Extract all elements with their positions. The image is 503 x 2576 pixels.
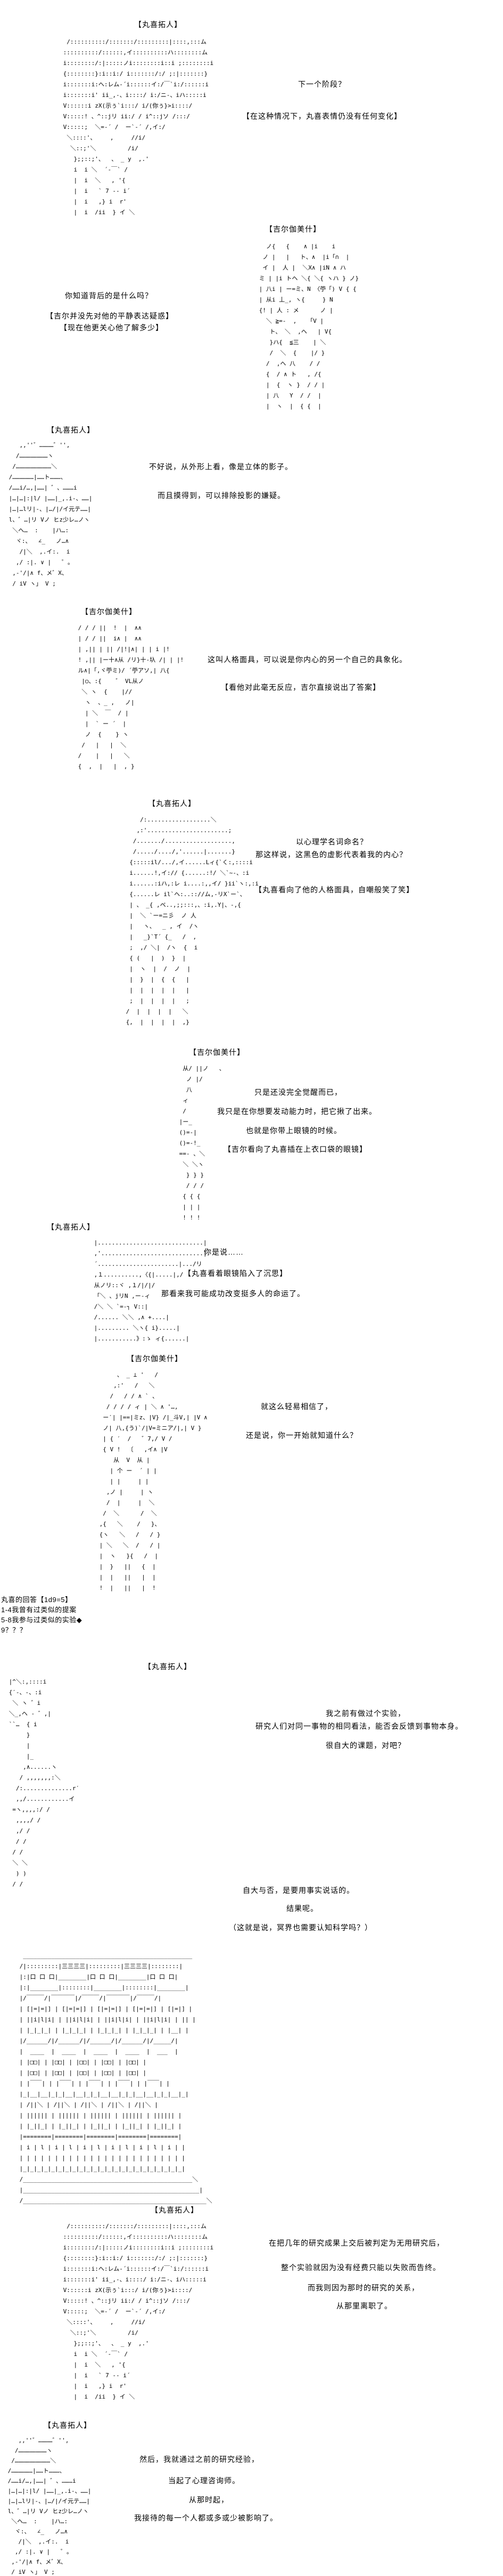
speaker-header-maruki: 【丸喜拓人】	[47, 426, 95, 434]
dialogue-line: 我接待的每一个人都或多或少被影响了。	[134, 2514, 278, 2522]
speaker-header-maruki: 【丸喜拓人】	[134, 20, 182, 29]
dialogue-line: 下一个阶段？	[298, 80, 346, 88]
dialogue-line: 那看来我可能成功改变挺多人的命运了。	[161, 1289, 305, 1298]
narration-note: 【吉尔看向了丸喜插在上衣口袋的眼镜】	[224, 1145, 367, 1153]
narration-note: 【在这种情况下，丸喜表情仍没有任何变化】	[242, 112, 402, 120]
dialogue-line: 研究人们对同一事物的相同看法，能否会反馈到事物本身。	[255, 1722, 463, 1730]
narration-note: 【现在他更关心他了解多少】	[60, 323, 163, 332]
maruki-bust-art: ,,''゛…………゛'', /……………………ヽ /…………………………＼ /……	[9, 442, 93, 587]
research-lab-art: ________________________________________…	[19, 1952, 212, 2204]
maruki-face-art: /::::::::::/:::::::/:::::::::|::::,:::ム …	[63, 38, 214, 216]
gilgamesh-big-art: 、 _ ⊥ ' / ,:' / ＼ / / / ∧ ` 、 / / / / ィ …	[99, 1371, 208, 1591]
dialogue-line: 就这么轻易相信了，	[261, 1402, 333, 1411]
gilgamesh-face-art: ノ{ { ∧ |i i ノ | | ト、∧ |i「∩ | イ | 人 | ＼X∧…	[259, 243, 359, 410]
dialogue-line: 整个实验就因为没有经费只能以失败而告终。	[281, 2263, 441, 2272]
speaker-header-maruki: 【丸喜拓人】	[47, 1223, 95, 1231]
dialogue-line: 很自大的课题，对吧？	[326, 1741, 406, 1750]
maruki-body-art: /:..................＼ ,:'...............…	[126, 816, 259, 1026]
speaker-header-gil: 【吉尔伽美什】	[127, 1354, 183, 1363]
dialogue-line: 我只是在你想要发动能力时，把它揪了出来。	[217, 1107, 377, 1116]
dialogue-line: 结果呢。	[286, 1904, 318, 1913]
dialogue-line: （这就是说，冥界也需要认知科学吗？）	[229, 1923, 373, 1932]
dialogue-line: 从那里离职了。	[336, 2302, 392, 2310]
dialogue-line: 然后，我就通过之前的研究经验，	[139, 2455, 259, 2464]
gilgamesh-sitting-art: 从/ ||ノ 、 ノ |/ 八 ィ / |ー_ ()=-| ()=-!_ ==‐…	[179, 1065, 225, 1221]
speaker-header-gil: 【吉尔伽美什】	[265, 225, 321, 233]
dialogue-line: 当起了心理咨询师。	[168, 2476, 240, 2485]
dialogue-line: 也就是你带上眼镜的时候。	[246, 1126, 342, 1135]
narration-note: 【看他对此毫无反应，吉尔直接说出了答案】	[221, 683, 381, 692]
speaker-header-gil: 【吉尔伽美什】	[81, 607, 137, 616]
dialogue-line: 自大与否，是要用事实说话的。	[243, 1886, 354, 1895]
dialogue-line: 我之前有做过个实验，	[326, 1709, 406, 1718]
speaker-header-gil: 【吉尔伽美什】	[189, 1048, 245, 1057]
dialogue-line: 在把几年的研究成果上交后被判定为无用研究后，	[269, 2239, 444, 2247]
dialogue-line: 从那时起，	[189, 2496, 229, 2504]
gilgamesh-face-art: / / / || ! | ∧∧ | / / || i∧ | ∧∧ | ,|| |…	[78, 624, 184, 770]
dialogue-line: 你是说……	[204, 1248, 244, 1256]
dialogue-line: 你知道背后的是什么吗？	[65, 291, 153, 300]
maruki-face-art: /::::::::::/:::::::/:::::::::|::::,:::ム …	[63, 2223, 214, 2400]
narration-note: 【丸喜看向了他的人格面具，自嘲般笑了笑】	[254, 885, 414, 894]
maruki-hand-art: |^＼:,::::i {′-、-、:i ＼ ヽ ゛i ＼_,ヘ - ゛,| ``…	[9, 1678, 80, 1888]
speaker-header-maruki: 【丸喜拓人】	[148, 799, 196, 808]
narration-note: 【丸喜看着眼镜陷入了沉思】	[184, 1269, 287, 1278]
dialogue-line: 这叫人格面具，可以说是你内心的另一个自己的具象化。	[208, 655, 407, 664]
dialogue-line: 不好说，从外形上看，像是立体的影子。	[149, 462, 293, 471]
maruki-bust-art: ,,''゛…………゛'', /……………………ヽ /…………………………＼ /……	[7, 2437, 92, 2575]
dialogue-line: 而我则因为那时的研究的关系，	[308, 2284, 419, 2292]
dialogue-line: 以心理学名词命名？	[296, 838, 368, 846]
speaker-header-maruki: 【丸喜拓人】	[151, 2206, 199, 2214]
dialogue-line: 那这样说，这黑色的虚影代表着我的内心？	[255, 850, 407, 859]
dialogue-line: 而且摸得到，可以排除投影的嫌疑。	[158, 491, 285, 500]
dialogue-line: 还是说，你一开始就知道什么？	[246, 1431, 358, 1440]
speaker-header-maruki: 【丸喜拓人】	[144, 1662, 192, 1671]
dialogue-line: 只是还没完全觉醒而已，	[254, 1088, 342, 1096]
maruki-upper-art: |..............................| ,'.....…	[94, 1239, 207, 1342]
speaker-header-maruki: 【丸喜拓人】	[44, 2421, 92, 2429]
narration-note: 【吉尔并没先对他的平静表达疑惑】	[46, 312, 174, 320]
dice-roll-block: 丸喜的回答【1d9=5】 1-4我曾有过类似的提案 5-8我参与过类似的实验◆ …	[1, 1596, 83, 1634]
